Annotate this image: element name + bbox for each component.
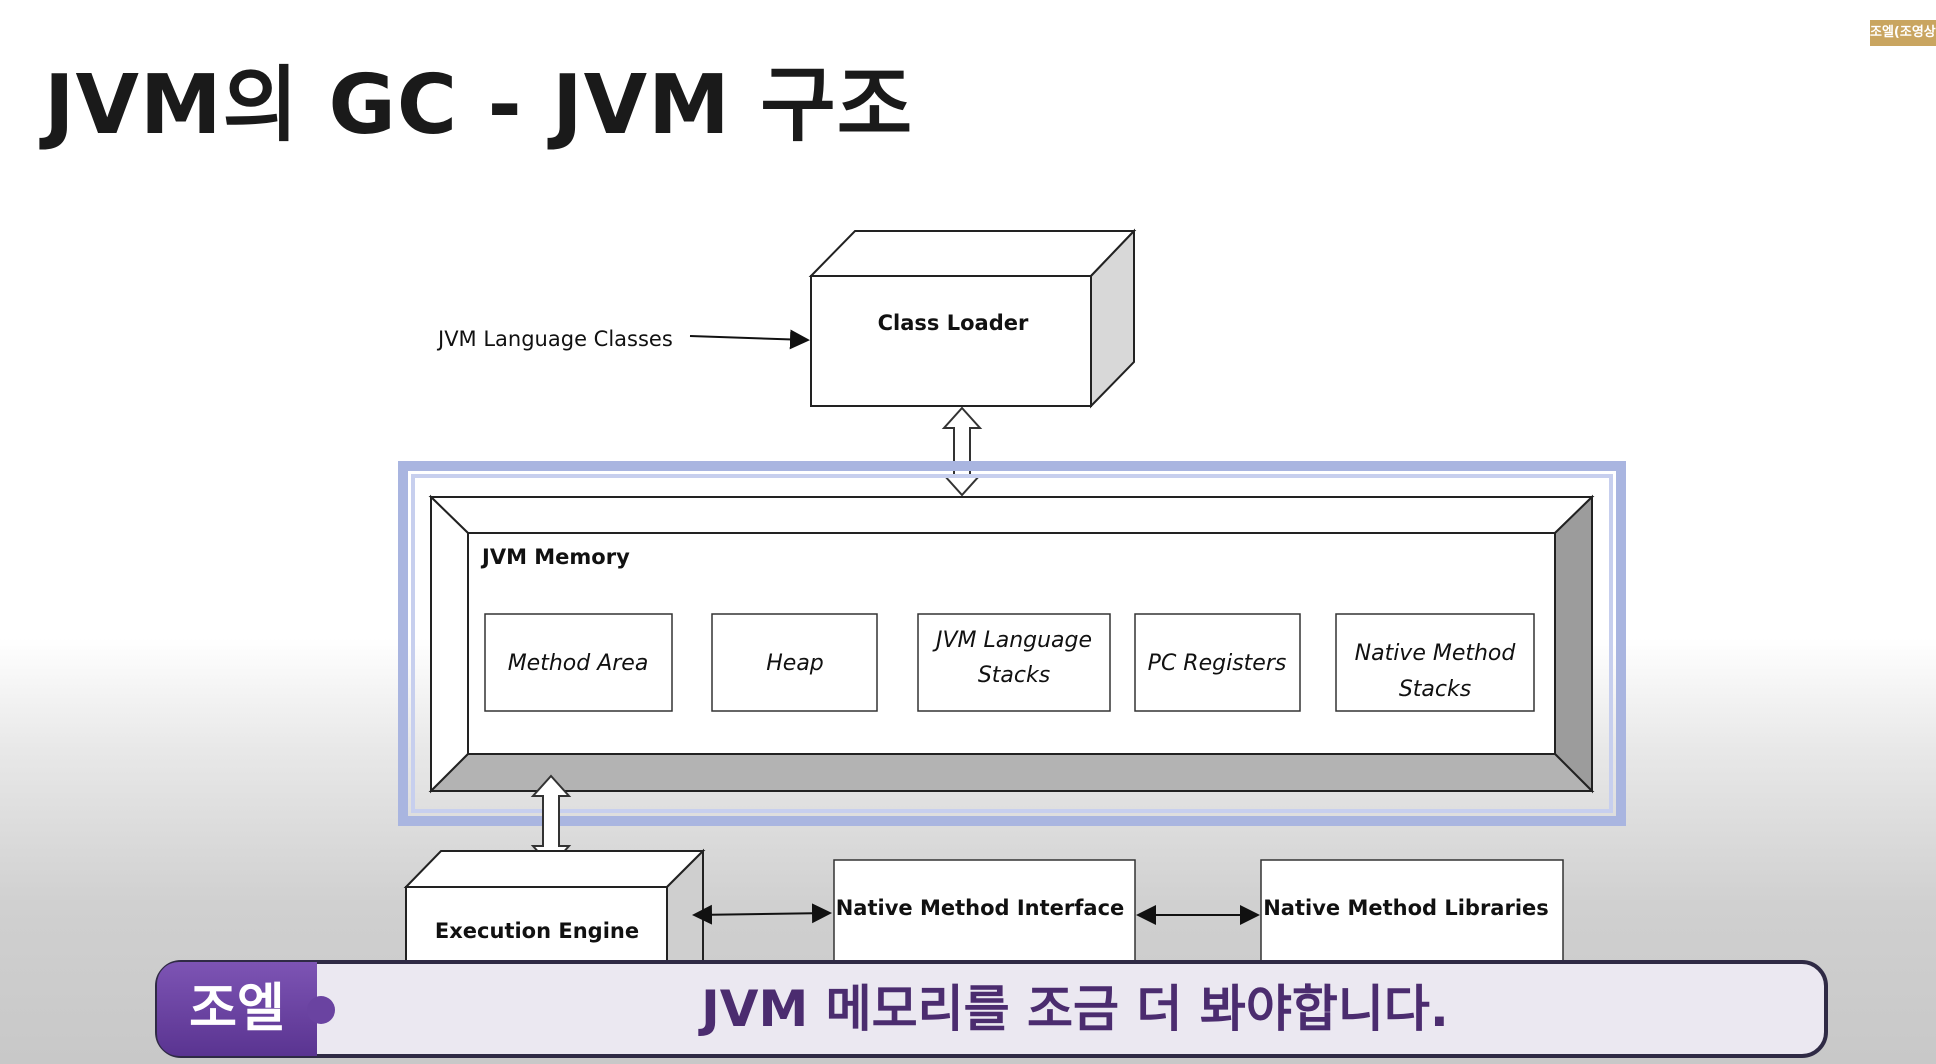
memory-area-label: PC Registers [1148,651,1287,676]
speaker-tag: 조엘 [157,962,335,1056]
execution-engine-label: Execution Engine [435,919,639,943]
input-arrow [689,329,810,350]
native-method-libraries-box: Native Method Libraries [1260,859,1564,963]
native-interface-label: Native Method Interface [836,896,1125,920]
memory-area-method-area: Method Area [484,613,673,712]
classloader-memory-arrow [941,406,983,497]
jvm-memory-title: JVM Memory [480,545,630,569]
execution-engine-box: Execution Engine [403,848,706,963]
subtitle-text: JVM 메모리를 조금 더 봐야합니다. [701,980,1449,1038]
memory-area-label: Heap [766,651,824,676]
memory-area-label: JVM Language [932,628,1092,653]
memory-area-pc-registers: PC Registers [1134,613,1301,712]
class-loader-box: Class Loader [808,228,1137,409]
native-libraries-label: Native Method Libraries [1263,896,1549,920]
presenter-badge: 조엘(조영상) [1870,20,1936,46]
slide-title: JVM의 GC - JVM 구조 [44,58,914,153]
subtitle-bar [155,960,1828,1058]
memory-area-label: Method Area [508,651,649,676]
engine-interface-arrow [692,903,832,925]
memory-area-label-line2: Stacks [978,663,1050,688]
jvm-language-classes-label: JVM Language Classes [436,327,673,351]
class-loader-label: Class Loader [878,311,1029,335]
memory-area-jvm-language-stacks: JVM Language Stacks [917,613,1111,712]
native-method-interface-box: Native Method Interface [833,859,1136,963]
memory-area-native-method-stacks: Native Method Stacks [1335,613,1535,712]
memory-area-label-line2: Stacks [1399,677,1471,702]
memory-area-label: Native Method [1355,641,1517,666]
memory-area-heap: Heap [711,613,878,712]
